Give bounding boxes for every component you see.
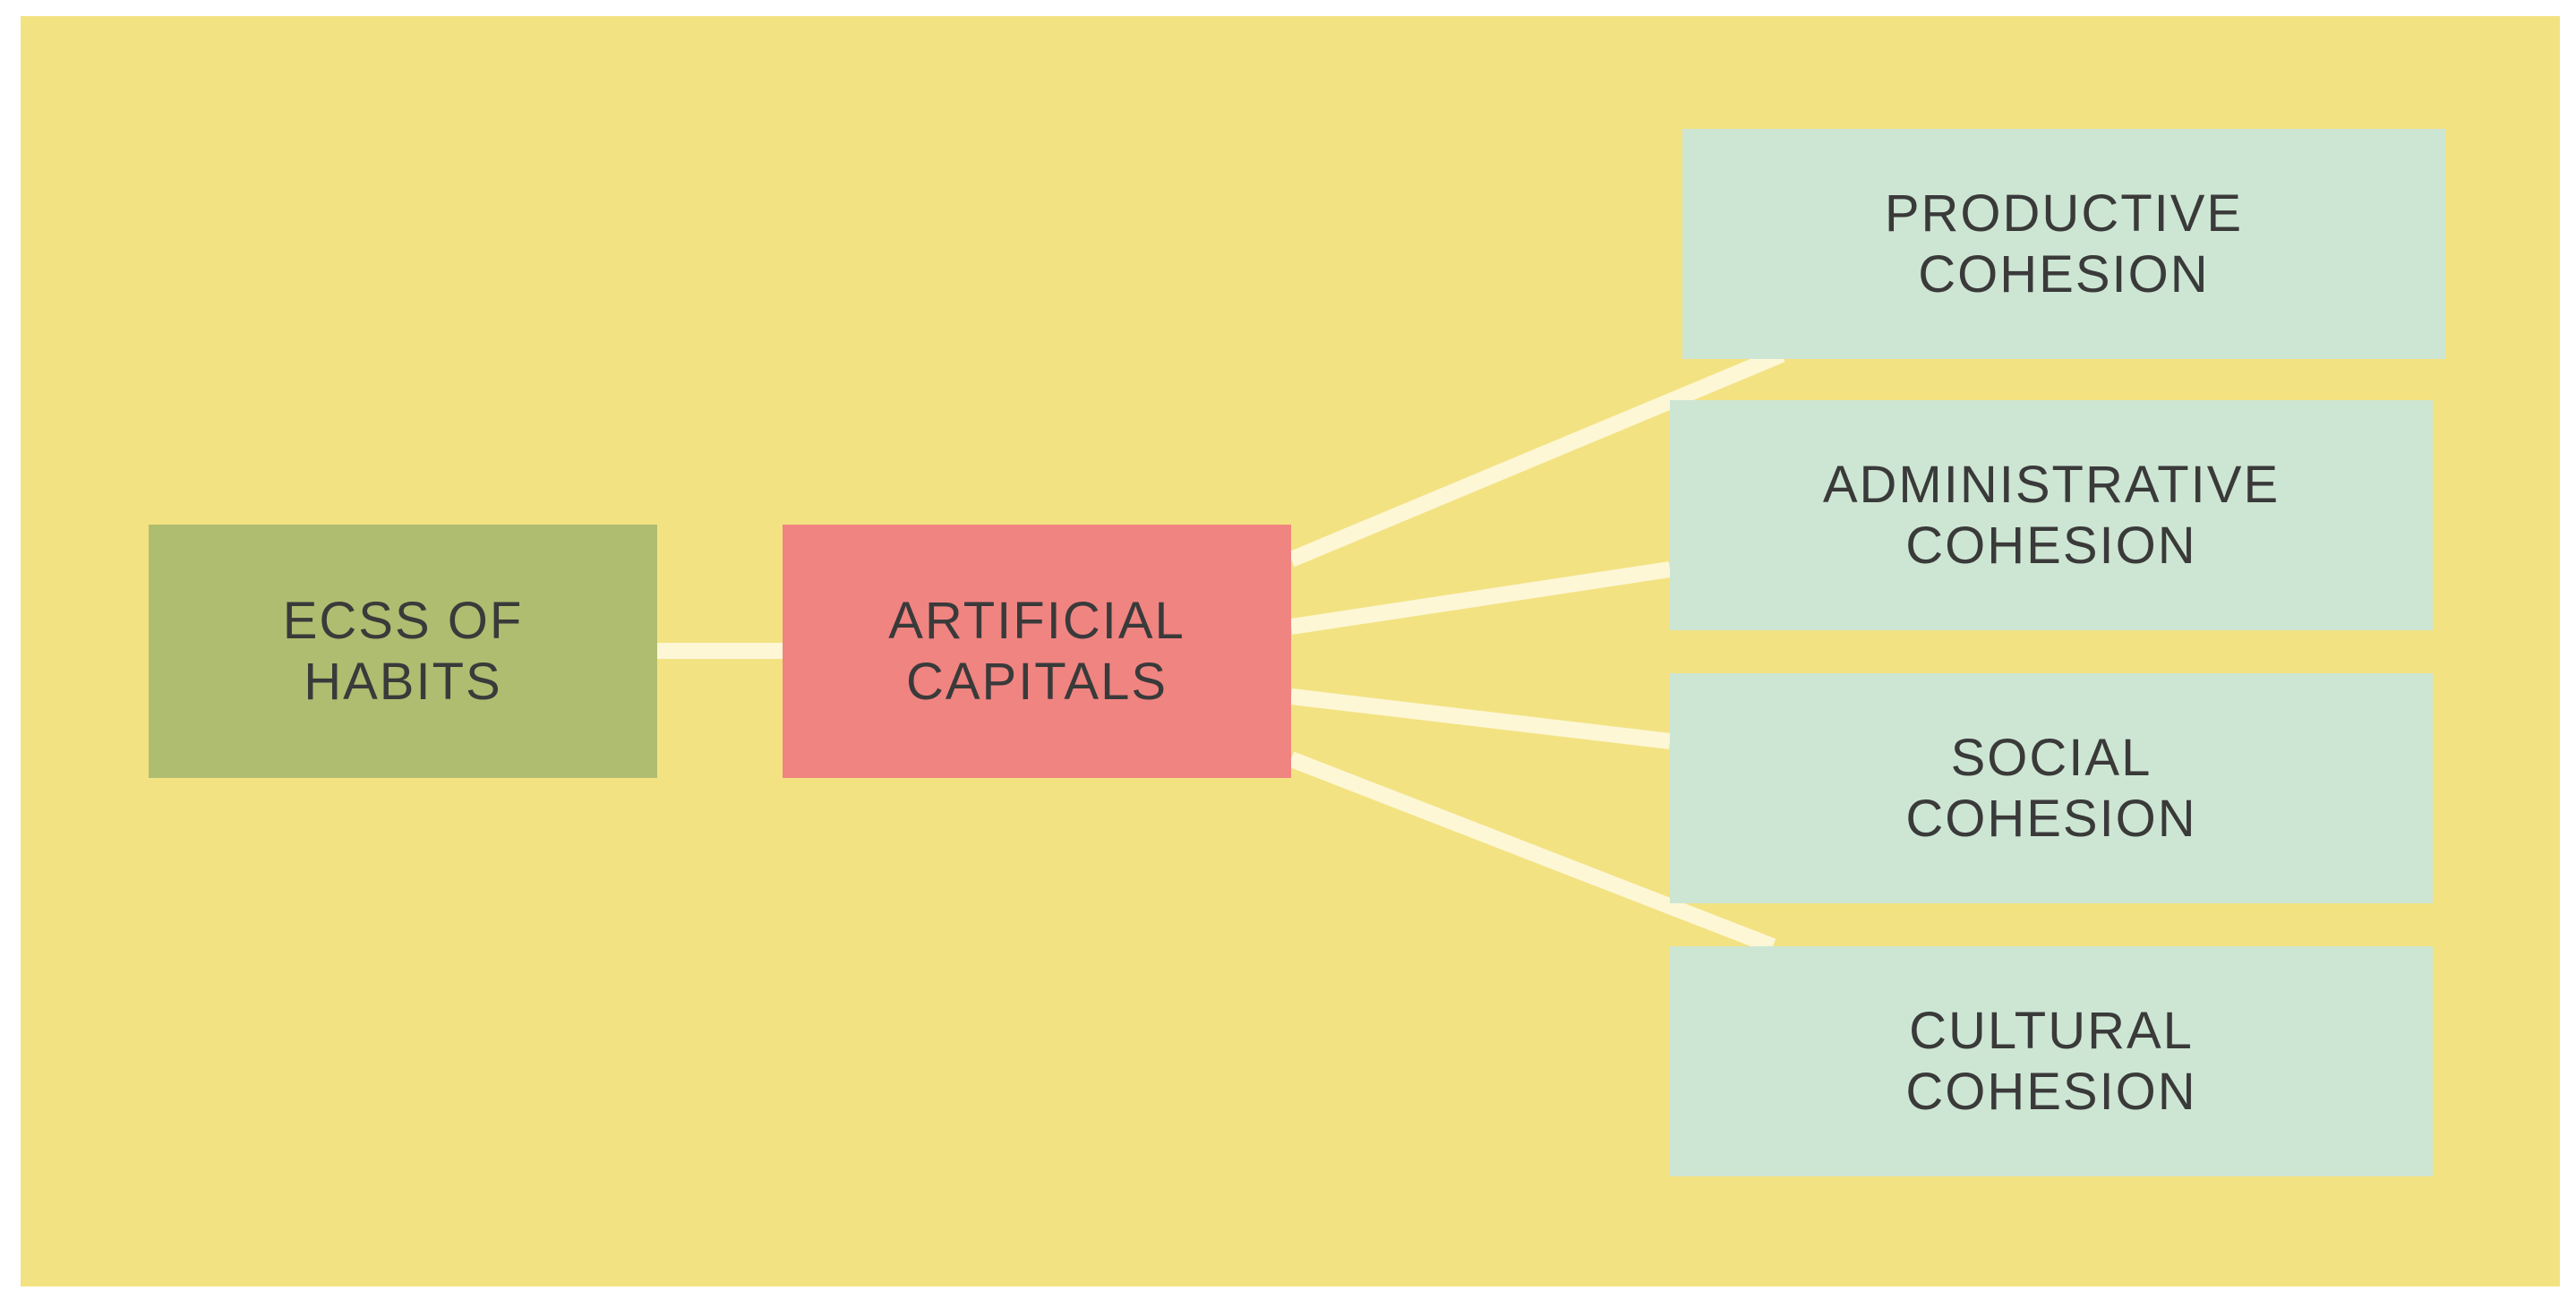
node-artificial-capitals: ARTIFICIAL CAPITALS: [783, 525, 1291, 778]
node-productive-cohesion-line2: COHESION: [1918, 244, 2210, 303]
node-social-cohesion-line1: SOCIAL: [1950, 728, 2152, 787]
connector-hub-cultural: [1288, 751, 1776, 954]
node-ecss-of-habits-line2: HABITS: [304, 652, 502, 711]
node-cultural-cohesion-line1: CULTURAL: [1909, 1001, 2194, 1060]
node-administrative-cohesion: ADMINISTRATIVE COHESION: [1670, 400, 2433, 630]
connector-hub-administrative: [1289, 561, 1672, 635]
connector-hub-social: [1289, 688, 1672, 749]
connector-hub-productive: [1288, 346, 1785, 568]
node-productive-cohesion: PRODUCTIVE COHESION: [1682, 129, 2445, 359]
node-administrative-cohesion-line2: COHESION: [1905, 516, 2197, 575]
node-cultural-cohesion-line2: COHESION: [1905, 1062, 2197, 1121]
node-artificial-capitals-line2: CAPITALS: [905, 652, 1168, 711]
node-cultural-cohesion: CULTURAL COHESION: [1670, 946, 2433, 1176]
node-artificial-capitals-line1: ARTIFICIAL: [888, 591, 1185, 650]
node-administrative-cohesion-line1: ADMINISTRATIVE: [1822, 455, 2281, 514]
node-ecss-of-habits-line1: ECSS OF: [282, 591, 524, 650]
node-social-cohesion: SOCIAL COHESION: [1670, 673, 2433, 903]
node-ecss-of-habits: ECSS OF HABITS: [149, 525, 657, 778]
node-productive-cohesion-line1: PRODUCTIVE: [1884, 184, 2244, 243]
node-social-cohesion-line2: COHESION: [1905, 789, 2197, 848]
